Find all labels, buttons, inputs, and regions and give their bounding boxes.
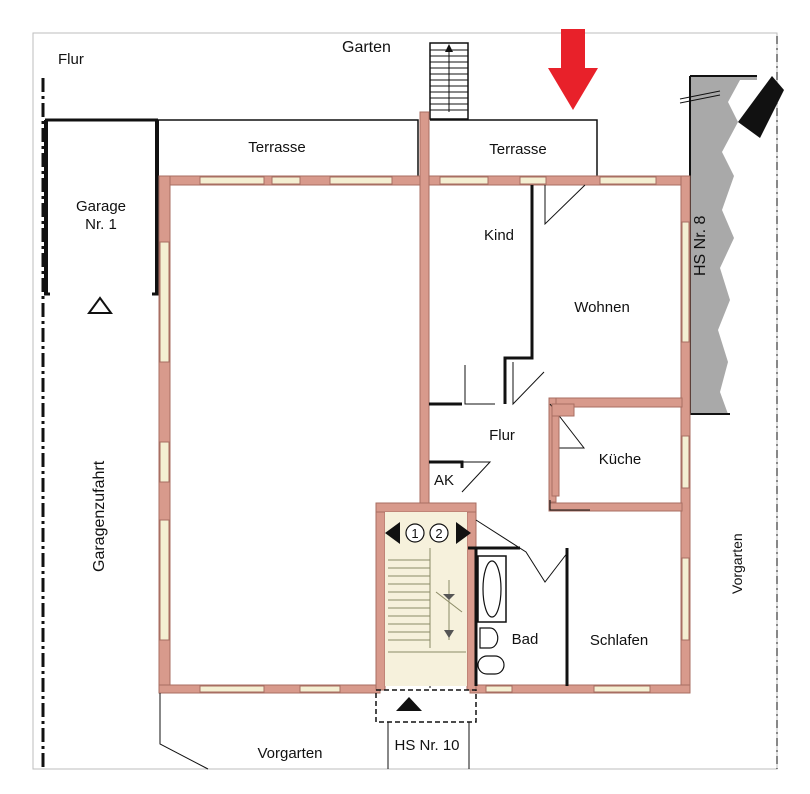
label-terrasse-left: Terrasse	[248, 139, 306, 156]
toilet-icon	[477, 655, 505, 675]
label-terrasse-right: Terrasse	[489, 141, 547, 158]
label-bad: Bad	[511, 631, 539, 648]
house-walls	[158, 111, 691, 694]
label-flur-top: Flur	[58, 51, 84, 68]
garden-stairs	[429, 42, 469, 120]
label-vorgarten-right: Vorgarten	[729, 533, 745, 594]
label-kind: Kind	[483, 227, 515, 244]
stair-marker-1-circle	[405, 523, 425, 543]
label-garagenzufahrt: Garagenzufahrt	[91, 460, 108, 572]
entrance-triangle-main	[396, 697, 422, 711]
stair-marker-1: 1	[411, 526, 418, 541]
label-garage-line1: Garage	[75, 198, 127, 215]
terrace-right	[430, 119, 598, 176]
bathtub-icon	[477, 555, 507, 623]
label-garten: Garten	[342, 39, 391, 56]
label-kueche: Küche	[598, 451, 642, 468]
label-vorgarten-bottom: Vorgarten	[257, 745, 323, 762]
highlight-arrow	[548, 29, 598, 110]
stair-arrow-left	[385, 522, 400, 544]
label-garage-line2: Nr. 1	[85, 216, 117, 233]
vorgarten-outline	[159, 693, 209, 770]
terrace-left	[158, 119, 419, 176]
label-flur: Flur	[489, 427, 515, 444]
entrance-triangle-garage	[87, 296, 113, 314]
label-hs-nr-10: HS Nr. 10	[394, 737, 460, 754]
kitchen-counter	[551, 403, 575, 497]
stair-marker-2: 2	[435, 526, 442, 541]
label-hs-nr-8: HS Nr. 8	[692, 215, 709, 276]
label-wohnen: Wohnen	[574, 299, 630, 316]
stair-marker-2-circle	[429, 523, 449, 543]
stair-arrow-right	[456, 522, 471, 544]
entrance-dashed	[375, 689, 477, 723]
windows	[159, 176, 690, 693]
sink-icon	[479, 627, 499, 649]
label-ak: AK	[434, 472, 455, 489]
label-schlafen: Schlafen	[589, 632, 649, 649]
